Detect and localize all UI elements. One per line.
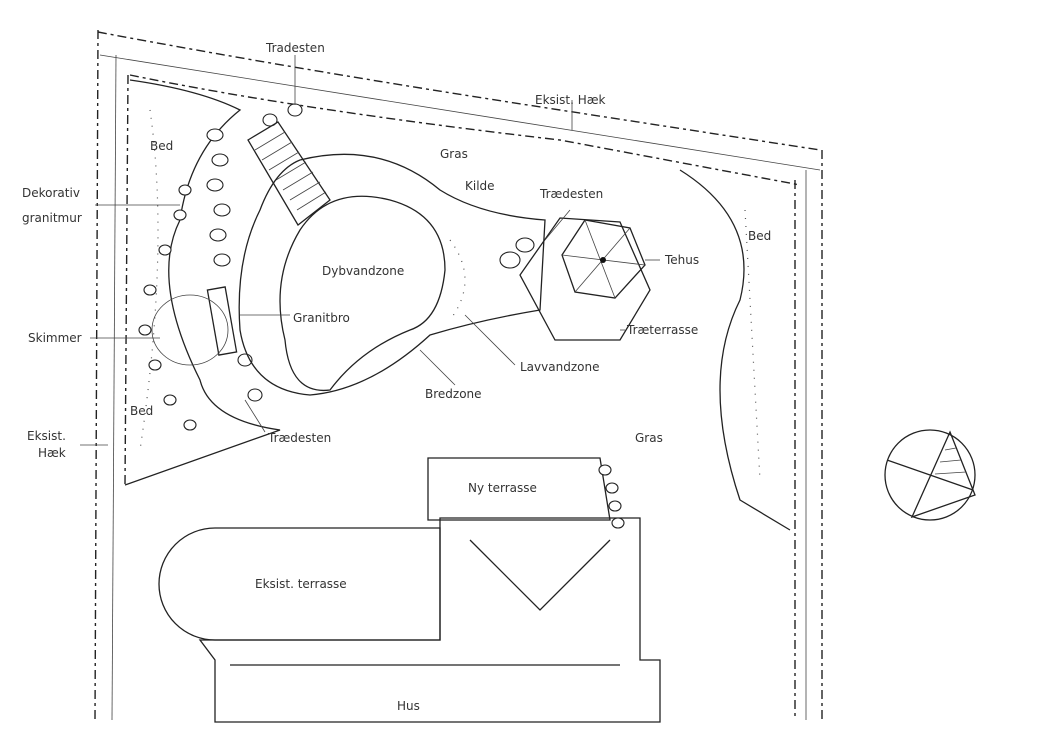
- label-skimmer: Skimmer: [28, 331, 82, 345]
- roof-ridge: [469, 539, 611, 611]
- label-traeterrasse: Træterrasse: [626, 323, 698, 337]
- hedge-top: [97, 31, 821, 151]
- label-dekorativ: Dekorativ: [22, 186, 80, 200]
- right-bed-dots: [744, 209, 761, 481]
- label-gras-top: Gras: [440, 147, 468, 161]
- label-tradesten-top: Tradesten: [265, 41, 325, 55]
- hedge-inner-top: [129, 74, 801, 186]
- house: [198, 517, 661, 723]
- boundary-line-left: [111, 54, 117, 721]
- shallow-zone-dots: [449, 239, 466, 321]
- label-bed-right: Bed: [748, 229, 771, 243]
- label-granitmur: granitmur: [22, 211, 82, 225]
- granite-bridge: [206, 286, 238, 356]
- boundary-line-top: [99, 54, 821, 171]
- hedge-left: [94, 29, 99, 721]
- label-traedesten-right: Trædesten: [539, 187, 603, 201]
- stepping-stone: [515, 237, 535, 253]
- wood-deck: [519, 217, 651, 341]
- label-ny-terrasse: Ny terrasse: [468, 481, 537, 495]
- label-traedesten-bottom: Trædesten: [267, 431, 331, 445]
- new-terrace: [427, 457, 611, 521]
- compass-north-icon: [884, 429, 976, 521]
- label-lavvandzone: Lavvandzone: [520, 360, 599, 374]
- new-terrace-stones: [598, 464, 625, 529]
- pond-deep-zone: [279, 195, 446, 392]
- label-bed-top-left: Bed: [150, 139, 173, 153]
- label-hedge-top: Eksist. Hæk: [535, 93, 606, 107]
- label-granitbro: Granitbro: [293, 311, 350, 325]
- label-hus: Hus: [397, 699, 420, 713]
- pond-outer-zone: [238, 153, 546, 396]
- skimmer-zone: [151, 294, 229, 366]
- label-hedge-left-2: Hæk: [38, 446, 66, 460]
- label-hedge-left-1: Eksist.: [27, 429, 66, 443]
- label-dybvandzone: Dybvandzone: [322, 264, 404, 278]
- leader-lines: [80, 55, 660, 446]
- label-tehus: Tehus: [664, 253, 699, 267]
- left-bed-outline: [124, 79, 281, 486]
- label-kilde: Kilde: [465, 179, 495, 193]
- hedge-inner-left: [124, 74, 129, 486]
- label-bredzone: Bredzone: [425, 387, 482, 401]
- right-bed-outline: [679, 169, 791, 531]
- stepping-deck: [247, 121, 331, 226]
- bed-dots: [139, 109, 159, 451]
- existing-terrace: [158, 527, 441, 641]
- label-bed-bottom-left: Bed: [130, 404, 153, 418]
- granite-wall-stones: [138, 103, 303, 431]
- label-gras-right: Gras: [635, 431, 663, 445]
- tea-house-center: [600, 257, 606, 263]
- label-eksist-terrasse: Eksist. terrasse: [255, 577, 347, 591]
- stepping-stone: [499, 251, 521, 269]
